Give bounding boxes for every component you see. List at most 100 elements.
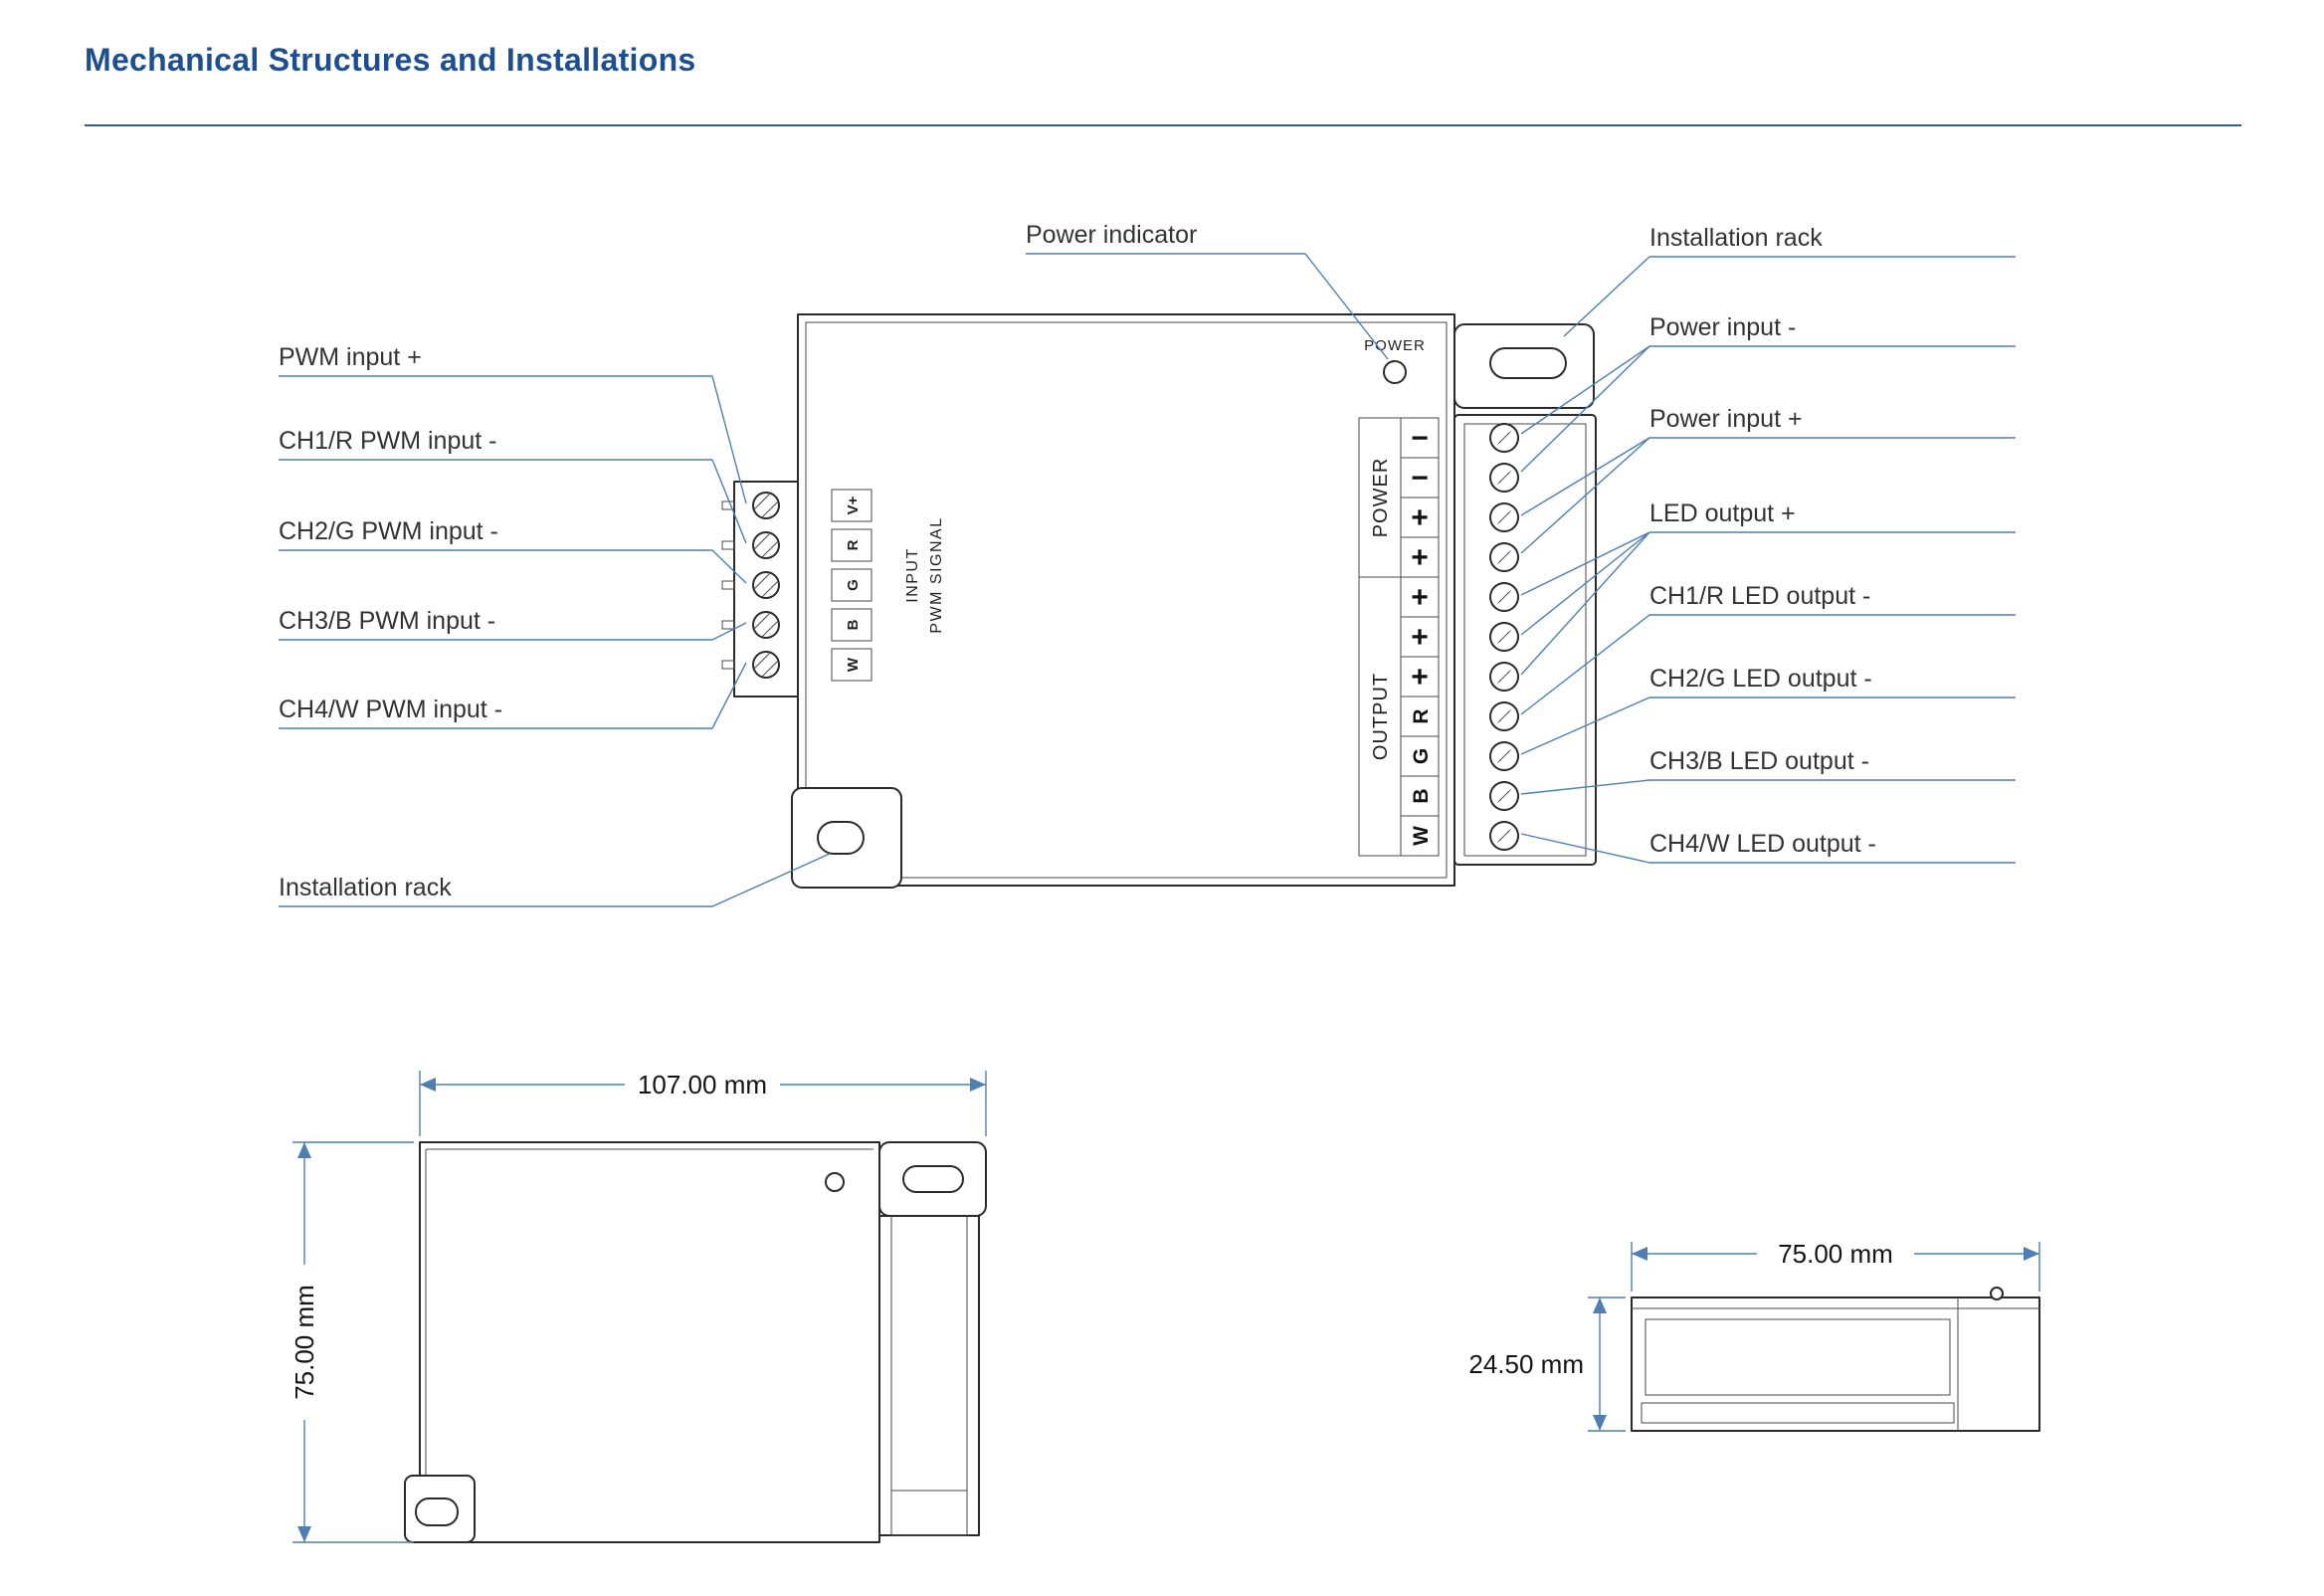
dimension-text: 24.50 mm: [1468, 1349, 1584, 1379]
dimension-front-width: 107.00 mm: [419, 1067, 987, 1136]
terminal-label-box: [831, 489, 872, 522]
terminal-symbol: +: [1411, 581, 1429, 614]
arrowhead: [1593, 1415, 1607, 1431]
terminal-label: G: [845, 579, 862, 591]
screw-slot: [761, 620, 779, 638]
terminal-symbol: −: [1411, 462, 1429, 495]
screw-slot: [761, 580, 779, 598]
callout-label: LED output +: [1649, 499, 1796, 527]
callout-leader: [1520, 614, 1650, 715]
title-rule: [85, 124, 2241, 126]
callout-leader: [711, 459, 747, 544]
callout-leader: [1520, 779, 1650, 795]
callout-label: PWM input +: [279, 343, 422, 371]
callout-label: Power indicator: [1026, 221, 1197, 249]
screw-slot: [1497, 789, 1511, 803]
power-group-label: POWER: [1370, 458, 1392, 538]
callouts-right: Power input - Power input + LED output +…: [1520, 313, 2016, 864]
callout-label: CH2/G PWM input -: [279, 517, 498, 545]
input-caption-line1: INPUT: [904, 547, 921, 603]
callout-leader: [711, 622, 747, 641]
screw-slot: [1497, 550, 1511, 564]
callout-leader: [1520, 697, 1650, 755]
terminal-label-box: [831, 608, 872, 642]
arrowhead: [297, 1142, 311, 1158]
arrowhead: [970, 1078, 986, 1092]
callout-label: CH2/G LED output -: [1649, 665, 1872, 693]
front-view: 107.00 mm 75.00 mm: [288, 1067, 987, 1543]
screw-terminal: [752, 492, 780, 519]
callout-leader: [1520, 345, 1650, 435]
terminal-symbol-cells: − − + + + + + R G B W: [1400, 417, 1440, 857]
rack-slot-bottom: [817, 821, 865, 855]
screw-terminal: [1489, 701, 1519, 731]
callout-label: CH1/R LED output -: [1649, 582, 1870, 610]
callout-leader: [711, 549, 747, 584]
dimension-text: 75.00 mm: [1778, 1239, 1893, 1269]
front-rack-slot: [902, 1165, 964, 1193]
callout-label: Installation rack: [1649, 224, 1823, 252]
terminal-label-box: [831, 648, 872, 682]
terminal-symbol: +: [1411, 621, 1429, 654]
device-body: [797, 313, 1455, 887]
side-body: [1631, 1297, 2040, 1432]
front-terminal-strip: [878, 1215, 980, 1536]
dimension-text-bg: [288, 1265, 321, 1420]
screw-slot: [1497, 829, 1511, 843]
device-body-inner-line: [805, 321, 1448, 879]
screw-terminal: [1489, 502, 1519, 532]
symbol-column: [1400, 417, 1440, 857]
dimension-text-bg: [1757, 1236, 1914, 1270]
output-group-label: OUTPUT: [1370, 673, 1392, 760]
callout-label: CH3/B LED output -: [1649, 747, 1869, 775]
screw-slot: [1497, 709, 1511, 723]
callout-label: CH1/R PWM input -: [279, 427, 496, 455]
terminal-label: W: [845, 657, 862, 672]
terminal-symbol: W: [1410, 826, 1433, 846]
screw-slot: [1497, 670, 1511, 684]
screw-terminal: [1489, 542, 1519, 572]
device-top-view: V+ R G B W INPUT PWM SIGNAL POWER POWER: [721, 313, 1597, 889]
screw-terminal: [752, 651, 780, 679]
screw-terminal: [1489, 582, 1519, 612]
callout-label: Installation rack: [279, 874, 452, 901]
terminal-label: V+: [845, 496, 862, 514]
terminal-label-box: [831, 528, 872, 562]
arrowhead: [297, 1526, 311, 1542]
callout-leader: [711, 662, 747, 729]
terminal-frame-outline: [1453, 414, 1597, 866]
terminal-symbol: −: [1411, 422, 1429, 455]
dimension-front-height: 75.00 mm: [288, 1141, 414, 1543]
callout-leader: [1520, 437, 1650, 516]
side-screw-head: [1990, 1287, 2004, 1300]
screw-terminal: [1489, 821, 1519, 851]
dimension-text: 107.00 mm: [638, 1070, 767, 1099]
side-bottom-rail: [1641, 1402, 1955, 1424]
page-title: Mechanical Structures and Installations: [85, 42, 696, 78]
input-caption-line2: PWM SIGNAL: [928, 516, 945, 633]
terminal-symbol: +: [1411, 501, 1429, 534]
power-indicator-led: [1383, 360, 1407, 384]
screw-slot: [753, 493, 771, 510]
terminal-symbol: G: [1410, 748, 1433, 764]
terminal-label: R: [845, 539, 862, 550]
terminal-symbol: B: [1410, 788, 1433, 803]
callout-leader: [1304, 253, 1389, 360]
screw-terminal: [1489, 423, 1519, 453]
screw-terminal: [1489, 781, 1519, 811]
screw-slot: [1497, 431, 1511, 445]
rack-slot-top: [1489, 347, 1567, 379]
terminal-symbol: +: [1411, 541, 1429, 574]
screw-terminal: [1489, 662, 1519, 692]
terminal-symbol: +: [1411, 661, 1429, 694]
callouts-top: Power indicator Installation rack: [1026, 221, 2016, 360]
pwm-input-terminal-block: [721, 481, 799, 698]
arrowhead: [1593, 1297, 1607, 1313]
screw-slot: [761, 660, 779, 678]
front-body: [419, 1141, 880, 1543]
dimension-text: 75.00 mm: [290, 1285, 319, 1400]
front-rack-bottom-slot: [415, 1497, 459, 1526]
screw-slot: [761, 540, 779, 558]
front-rack-top: [878, 1141, 987, 1217]
screw-terminal: [1489, 741, 1519, 771]
